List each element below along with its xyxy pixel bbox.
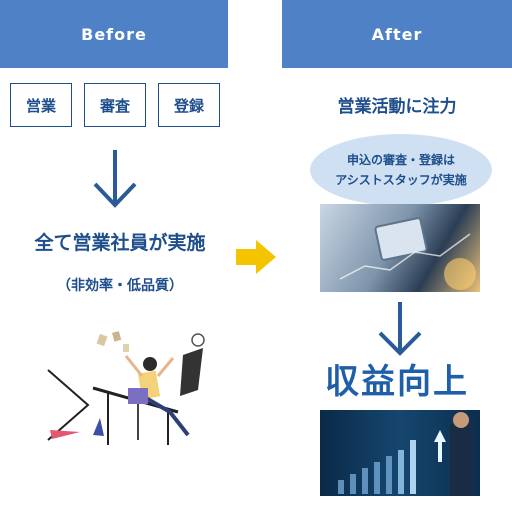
result-text: 収益向上 — [325, 362, 469, 402]
bubble-line-1: 申込の審査・登録は — [346, 153, 455, 167]
down-arrow-icon — [93, 150, 137, 208]
after-title: 営業活動に注力 — [337, 97, 457, 117]
role-box-review: 審査 — [84, 83, 146, 127]
role-box-registration: 登録 — [158, 83, 220, 127]
role-box-sales: 営業 — [10, 83, 72, 127]
growth-photo-graphic — [338, 412, 472, 496]
after-header: After — [282, 0, 512, 68]
tablet-photo-graphic — [339, 217, 476, 290]
bubble-line-2: アシストスタッフが実施 — [335, 173, 467, 187]
down-arrow-icon-after — [378, 302, 422, 356]
assist-staff-bubble: 申込の審査・登録は アシストスタッフが実施 — [310, 134, 492, 206]
tablet-photo — [320, 204, 480, 292]
growth-photo — [320, 410, 480, 496]
before-main-text: 全て営業社員が実施 — [34, 232, 206, 254]
right-arrow-icon — [236, 240, 276, 274]
overworked-person-illustration — [47, 331, 205, 445]
before-header: Before — [0, 0, 228, 68]
before-sub-text: （非効率・低品質） — [57, 278, 183, 294]
